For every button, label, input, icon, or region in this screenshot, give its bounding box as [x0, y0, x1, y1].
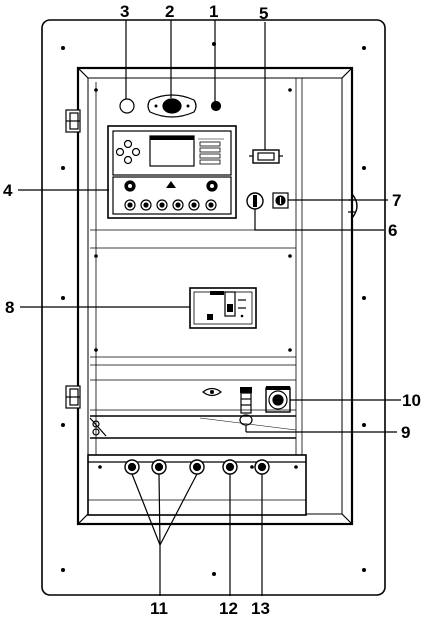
callout-12: 12 [219, 599, 238, 618]
main-breaker-8 [189, 287, 257, 329]
power-socket-10 [265, 386, 291, 413]
indicator-lamp-3 [119, 98, 135, 114]
callout-11: 11 [150, 599, 168, 618]
leader-11c [159, 473, 198, 546]
callout-4: 4 [3, 181, 13, 200]
bottom-terminal-bar [87, 454, 307, 516]
callout-13: 13 [251, 599, 270, 618]
leader-11b [158, 473, 161, 546]
cable-gland-9 [239, 387, 253, 432]
cable-connectors-section [89, 386, 297, 439]
lifting-handle-2 [147, 94, 197, 118]
key-switch-6 [246, 192, 264, 210]
door-hinge-bottom [65, 385, 81, 409]
callout-7: 7 [392, 191, 401, 210]
callout-3: 3 [120, 2, 129, 21]
callout-labels: 1 2 3 4 5 6 7 8 9 10 11 12 13 [3, 2, 421, 618]
leader-lines [18, 20, 401, 596]
top-section [119, 94, 222, 118]
callout-10: 10 [402, 391, 421, 410]
callout-2: 2 [165, 2, 174, 21]
door-hinge-top [65, 109, 81, 133]
callout-9: 9 [401, 423, 410, 442]
callout-8: 8 [5, 298, 14, 317]
controller-display [149, 135, 195, 167]
controller-indicator-bars [199, 141, 221, 165]
warning-icon [166, 181, 176, 188]
cable-inlets [124, 459, 270, 475]
controller-function-buttons [124, 199, 217, 211]
controller-navigation-keys [115, 139, 141, 165]
callout-6: 6 [388, 221, 397, 240]
toggle-switch-5 [249, 149, 283, 164]
callout-1: 1 [209, 2, 218, 21]
pilot-lamp-1 [210, 100, 222, 112]
callout-5: 5 [259, 4, 268, 23]
mounting-holes [61, 42, 366, 576]
selector-switch-7 [272, 192, 289, 209]
controller-panel-4 [107, 125, 237, 219]
leader-11a [131, 473, 161, 546]
leader-6 [254, 209, 384, 231]
